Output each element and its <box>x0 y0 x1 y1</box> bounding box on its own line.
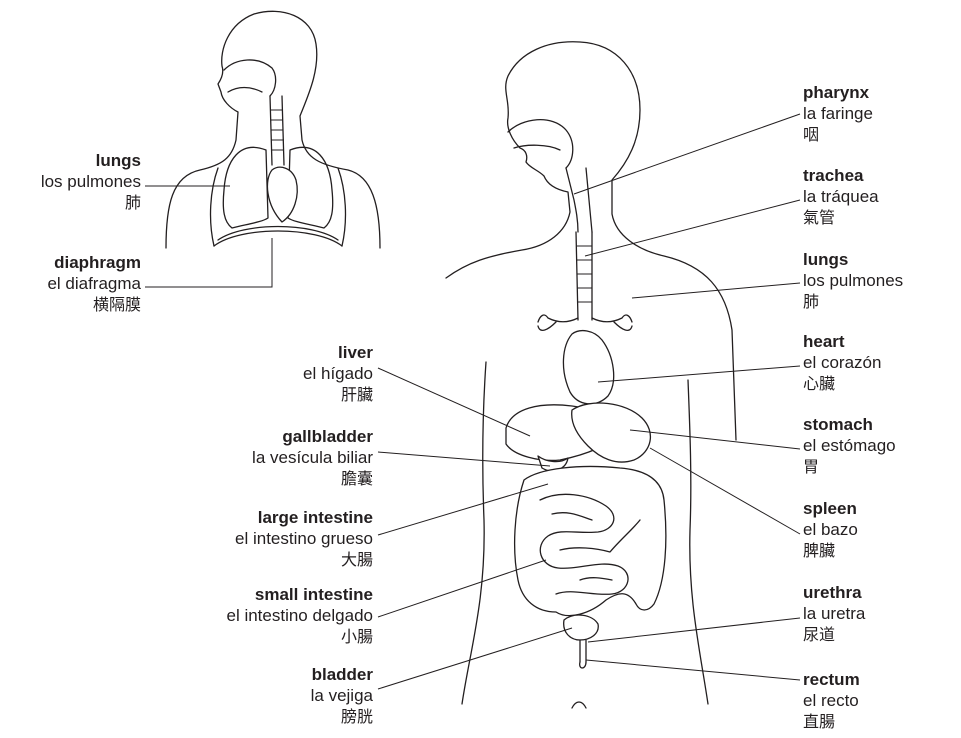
label-liver: liver el hígado 肝臟 <box>303 342 373 405</box>
large-figure-legs <box>572 702 586 708</box>
label-liver-en: liver <box>303 342 373 363</box>
leader-small-diaphragm <box>145 238 272 287</box>
leader-stomach <box>630 430 800 449</box>
label-liver-zh: 肝臟 <box>303 384 373 405</box>
label-lungs: lungs los pulmones 肺 <box>803 249 903 312</box>
label-urethra-es: la uretra <box>803 603 865 624</box>
large-heart <box>563 331 613 404</box>
label-urethra: urethra la uretra 尿道 <box>803 582 865 645</box>
label-pharynx-en: pharynx <box>803 82 873 103</box>
label-small-intestine-es: el intestino delgado <box>226 605 373 626</box>
label-pharynx-es: la faringe <box>803 103 873 124</box>
large-pharynx <box>566 168 592 232</box>
label-small-diaphragm-en: diaphragm <box>47 252 141 273</box>
label-small-lungs: lungs los pulmones 肺 <box>41 150 141 213</box>
label-spleen-en: spleen <box>803 498 858 519</box>
small-diaphragm <box>214 227 342 247</box>
label-heart: heart el corazón 心臟 <box>803 331 881 394</box>
label-rectum-es: el recto <box>803 690 860 711</box>
label-large-intestine: large intestine el intestino grueso 大腸 <box>235 507 373 570</box>
large-nasal-cavity <box>508 120 573 168</box>
label-trachea: trachea la tráquea 氣管 <box>803 165 879 228</box>
label-small-lungs-en: lungs <box>41 150 141 171</box>
label-urethra-en: urethra <box>803 582 865 603</box>
label-large-intestine-en: large intestine <box>235 507 373 528</box>
leader-spleen <box>650 448 800 534</box>
leader-lungs <box>632 283 800 298</box>
label-small-lungs-es: los pulmones <box>41 171 141 192</box>
label-large-intestine-es: el intestino grueso <box>235 528 373 549</box>
label-heart-zh: 心臟 <box>803 373 881 394</box>
label-stomach-es: el estómago <box>803 435 896 456</box>
label-spleen-es: el bazo <box>803 519 858 540</box>
label-bladder-en: bladder <box>311 664 373 685</box>
label-gallbladder-es: la vesícula biliar <box>252 447 373 468</box>
leader-urethra <box>588 618 800 642</box>
label-stomach-zh: 胃 <box>803 456 896 477</box>
label-small-intestine-zh: 小腸 <box>226 626 373 647</box>
large-urethra <box>580 640 586 662</box>
label-spleen: spleen el bazo 脾臟 <box>803 498 858 561</box>
label-gallbladder-zh: 膽囊 <box>252 468 373 489</box>
small-figure <box>166 11 380 248</box>
label-bladder-es: la vejiga <box>311 685 373 706</box>
label-trachea-zh: 氣管 <box>803 207 879 228</box>
label-pharynx: pharynx la faringe 咽 <box>803 82 873 145</box>
label-heart-es: el corazón <box>803 352 881 373</box>
label-liver-es: el hígado <box>303 363 373 384</box>
label-lungs-es: los pulmones <box>803 270 903 291</box>
label-lungs-zh: 肺 <box>803 291 903 312</box>
large-bladder <box>564 615 599 640</box>
leader-heart <box>598 366 800 382</box>
label-spleen-zh: 脾臟 <box>803 540 858 561</box>
label-small-diaphragm: diaphragm el diafragma 横隔膜 <box>47 252 141 315</box>
label-pharynx-zh: 咽 <box>803 124 873 145</box>
label-rectum-zh: 直腸 <box>803 711 860 732</box>
label-heart-en: heart <box>803 331 881 352</box>
label-small-diaphragm-zh: 横隔膜 <box>47 294 141 315</box>
label-lungs-en: lungs <box>803 249 903 270</box>
leader-pharynx <box>574 114 800 194</box>
leader-liver <box>378 368 530 436</box>
label-gallbladder: gallbladder la vesícula biliar 膽囊 <box>252 426 373 489</box>
label-gallbladder-en: gallbladder <box>252 426 373 447</box>
label-small-intestine: small intestine el intestino delgado 小腸 <box>226 584 373 647</box>
small-nasal-cavity <box>224 60 276 96</box>
label-rectum: rectum el recto 直腸 <box>803 669 860 732</box>
label-small-lungs-zh: 肺 <box>41 192 141 213</box>
label-trachea-es: la tráquea <box>803 186 879 207</box>
label-small-intestine-en: small intestine <box>226 584 373 605</box>
small-heart <box>267 167 297 222</box>
large-bronchi-right <box>592 315 632 330</box>
label-trachea-en: trachea <box>803 165 879 186</box>
label-bladder-zh: 膀胱 <box>311 706 373 727</box>
leader-bladder <box>378 628 572 689</box>
large-bronchi-left <box>538 315 578 330</box>
label-rectum-en: rectum <box>803 669 860 690</box>
large-trachea <box>576 232 592 320</box>
large-figure-right-side <box>688 380 708 704</box>
label-stomach-en: stomach <box>803 414 896 435</box>
large-figure-left-side <box>462 362 486 704</box>
label-large-intestine-zh: 大腸 <box>235 549 373 570</box>
label-urethra-zh: 尿道 <box>803 624 865 645</box>
small-left-lung <box>223 147 268 228</box>
leader-rectum <box>586 660 800 680</box>
label-stomach: stomach el estómago 胃 <box>803 414 896 477</box>
large-rectum <box>580 662 586 668</box>
label-bladder: bladder la vejiga 膀胱 <box>311 664 373 727</box>
label-small-diaphragm-es: el diafragma <box>47 273 141 294</box>
